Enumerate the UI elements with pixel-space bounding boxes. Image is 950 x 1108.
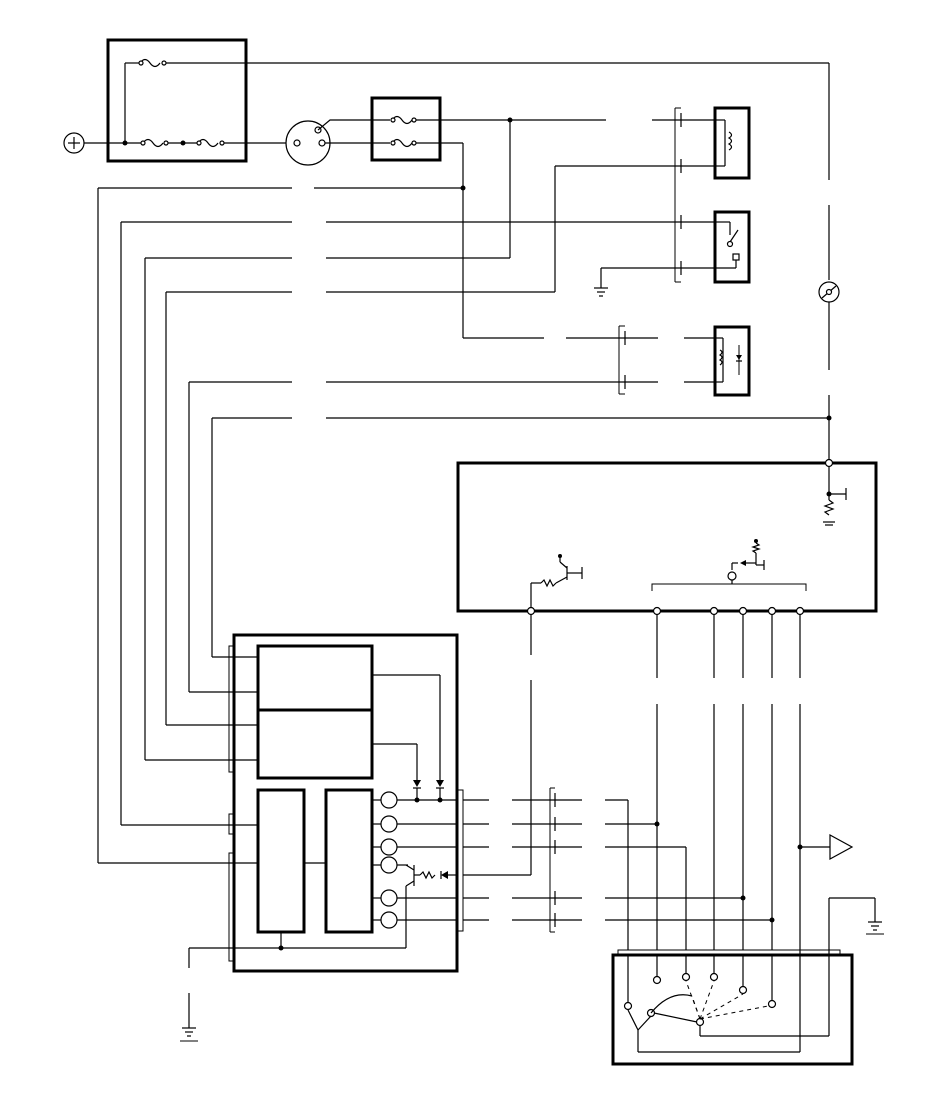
middle-connector (463, 787, 772, 950)
ground-icon (594, 267, 620, 297)
indicator-lamp-icon (818, 281, 840, 303)
control-module (98, 633, 464, 1028)
sensor-module (456, 458, 878, 616)
harness-wires (97, 187, 829, 863)
ignition-switch-icon (285, 119, 372, 166)
sensor-wires (530, 615, 803, 950)
output-triangle-icon (800, 833, 854, 861)
battery-positive-icon (63, 132, 108, 154)
multi-position-switch (611, 922, 854, 1066)
fuse-box-main (106, 38, 829, 163)
relay-diode-icon (326, 325, 751, 397)
relay-connector (326, 107, 715, 283)
ground-icon (828, 897, 884, 935)
relay-switch-icon (713, 210, 751, 284)
fuse-block (370, 96, 606, 162)
ground-icon (180, 1027, 198, 1042)
relay-coil-icon (713, 106, 751, 180)
